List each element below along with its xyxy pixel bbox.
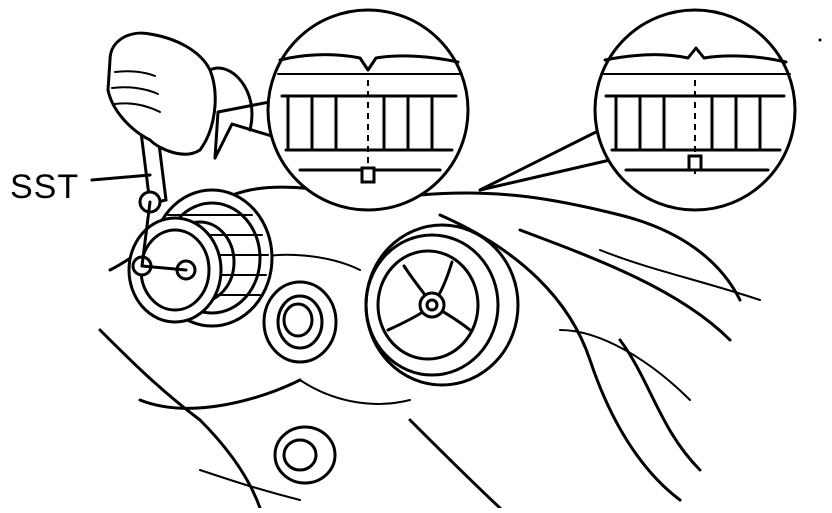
sst-label: SST <box>10 168 80 206</box>
idler-pulley <box>262 280 338 364</box>
left-timing-mark-detail <box>213 8 470 212</box>
ink-speck <box>818 38 822 42</box>
lower-pulley <box>273 425 337 485</box>
right-timing-mark-detail <box>478 8 797 212</box>
hand-illustration <box>106 31 254 156</box>
sst-leader-line <box>90 173 152 182</box>
right-camshaft-pulley <box>364 223 520 387</box>
